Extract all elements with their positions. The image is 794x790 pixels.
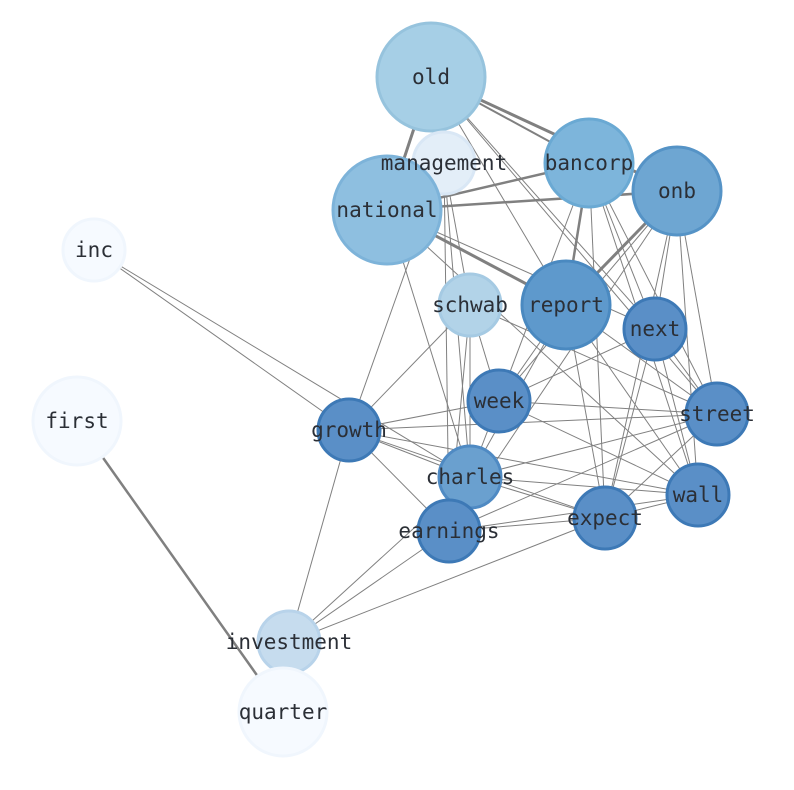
node-onb <box>631 145 723 237</box>
edge-growth-investment <box>288 429 350 643</box>
node-label-bancorp: bancorp <box>545 151 634 175</box>
edge-expect-investment <box>288 517 606 643</box>
node-label-quarter: quarter <box>239 700 328 724</box>
edge-onb-wall <box>676 190 699 496</box>
node-label-first: first <box>45 409 108 433</box>
node-growth <box>316 397 382 463</box>
edge-inc-charles <box>93 249 471 478</box>
node-wall <box>665 462 731 528</box>
node-label-national: national <box>336 198 437 222</box>
node-label-growth: growth <box>311 418 387 442</box>
label-layer: old management bancorp onb national inc schwab… <box>45 65 755 724</box>
node-label-management: management <box>381 151 507 175</box>
node-label-expect: expect <box>567 506 643 530</box>
node-label-week: week <box>474 389 525 413</box>
edge-next-expect <box>604 328 656 519</box>
node-bancorp <box>543 117 635 209</box>
node-next <box>622 296 688 362</box>
edge-bancorp-street <box>588 162 718 415</box>
edge-old-next <box>430 76 656 330</box>
node-layer <box>31 21 750 758</box>
edge-week-street <box>498 400 718 415</box>
node-label-investment: investment <box>226 630 352 654</box>
node-label-next: next <box>630 317 681 341</box>
edge-street-earnings <box>448 413 718 532</box>
edge-week-wall <box>498 400 699 496</box>
node-expect <box>572 485 638 551</box>
node-label-old: old <box>412 65 450 89</box>
node-label-schwab: schwab <box>432 293 508 317</box>
edge-inc-growth <box>93 249 350 431</box>
node-label-wall: wall <box>673 483 724 507</box>
edge-street-growth <box>348 413 718 431</box>
edge-growth-wall <box>348 429 699 496</box>
node-national <box>331 154 443 266</box>
node-quarter <box>237 666 329 758</box>
edge-bancorp-expect <box>588 162 606 519</box>
node-label-inc: inc <box>75 238 113 262</box>
node-street <box>684 381 750 447</box>
node-old <box>375 21 487 133</box>
edge-first-quarter <box>75 420 285 713</box>
node-report <box>520 259 612 351</box>
node-label-street: street <box>679 402 755 426</box>
node-label-report: report <box>528 293 604 317</box>
edge-street-charles <box>469 413 718 478</box>
node-first <box>31 375 123 467</box>
edge-national-wall <box>386 209 699 496</box>
node-label-onb: onb <box>658 179 696 203</box>
node-earnings <box>416 498 482 564</box>
node-inc <box>61 217 127 283</box>
node-label-earnings: earnings <box>398 519 499 543</box>
node-schwab <box>437 272 503 338</box>
node-week <box>466 368 532 434</box>
edge-charles-wall <box>469 476 699 496</box>
node-label-charles: charles <box>426 465 515 489</box>
edge-schwab-street <box>469 304 718 415</box>
